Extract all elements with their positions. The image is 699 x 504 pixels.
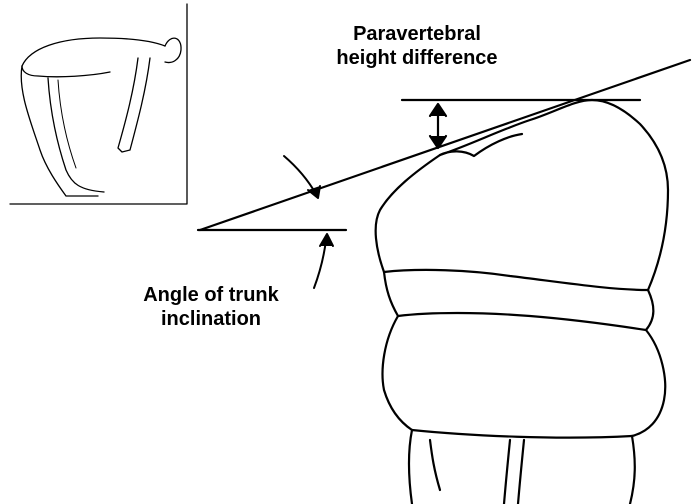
tangent-line: [200, 60, 690, 230]
paravertebral-label-line1: Paravertebral: [292, 22, 542, 46]
inset-frame: [10, 4, 187, 204]
inset-person-leg-front: [48, 78, 104, 192]
inset-person-arm: [118, 58, 150, 152]
angle-label-line1: Angle of trunk: [96, 283, 326, 307]
angle-label-line2: inclination: [96, 307, 326, 331]
trunk-outline: [376, 100, 668, 504]
paravertebral-height-label: Paravertebral height difference: [292, 22, 542, 70]
inset-person-leg-back: [21, 66, 98, 196]
inset-forward-bend-figure: [10, 4, 187, 204]
paravertebral-label-line2: height difference: [292, 46, 542, 70]
inset-person-head: [165, 38, 181, 62]
angle-arc-upper: [284, 156, 320, 198]
angle-trunk-inclination-label: Angle of trunk inclination: [96, 283, 326, 331]
inset-person-back: [22, 38, 165, 66]
inset-person-front: [22, 66, 110, 77]
height-difference-arrow: [430, 104, 446, 148]
angle-arc-lower: [314, 234, 333, 288]
